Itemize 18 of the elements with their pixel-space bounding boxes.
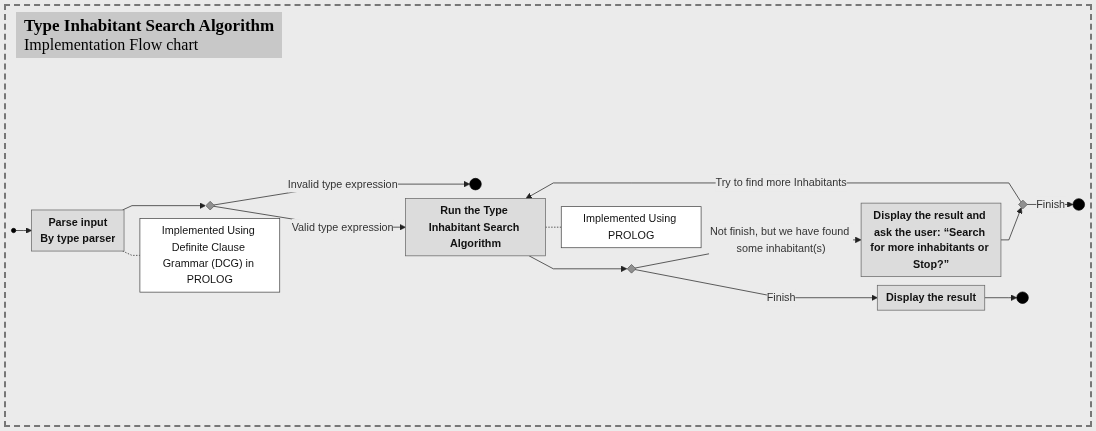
edge-label: Finish (1036, 197, 1066, 211)
node-box: Implemented Using Definite Clause Grammar (DCG) in PROLOG (139, 218, 281, 293)
node-box: Run the Type Inhabitant Search Algorithm (405, 198, 546, 257)
node-box: Display the result and ask the user: “Search for more inhabitants or Stop?” (860, 202, 1002, 277)
node-circle (11, 228, 17, 234)
node-box: Implemented Using PROLOG (560, 206, 702, 249)
edge-label: Finish (766, 291, 796, 304)
edge-label: Not finish, but we have found some inhabitant(s) (709, 225, 850, 254)
node-diamond (1018, 199, 1028, 210)
node-box: Parse input By type parser (31, 209, 125, 252)
node-diamond (626, 264, 637, 274)
node-diamond (205, 200, 215, 211)
subtitle-text: Implementation Flow chart (24, 36, 200, 54)
node-box: Display the result (876, 284, 986, 311)
diagram-title: Type Inhabitant Search Algorithm (24, 16, 275, 36)
edge-label: Valid type expression (291, 220, 394, 233)
edge-label: Invalid type expression (287, 177, 398, 190)
edge-label: Try to find more Inhabitants (715, 176, 847, 189)
